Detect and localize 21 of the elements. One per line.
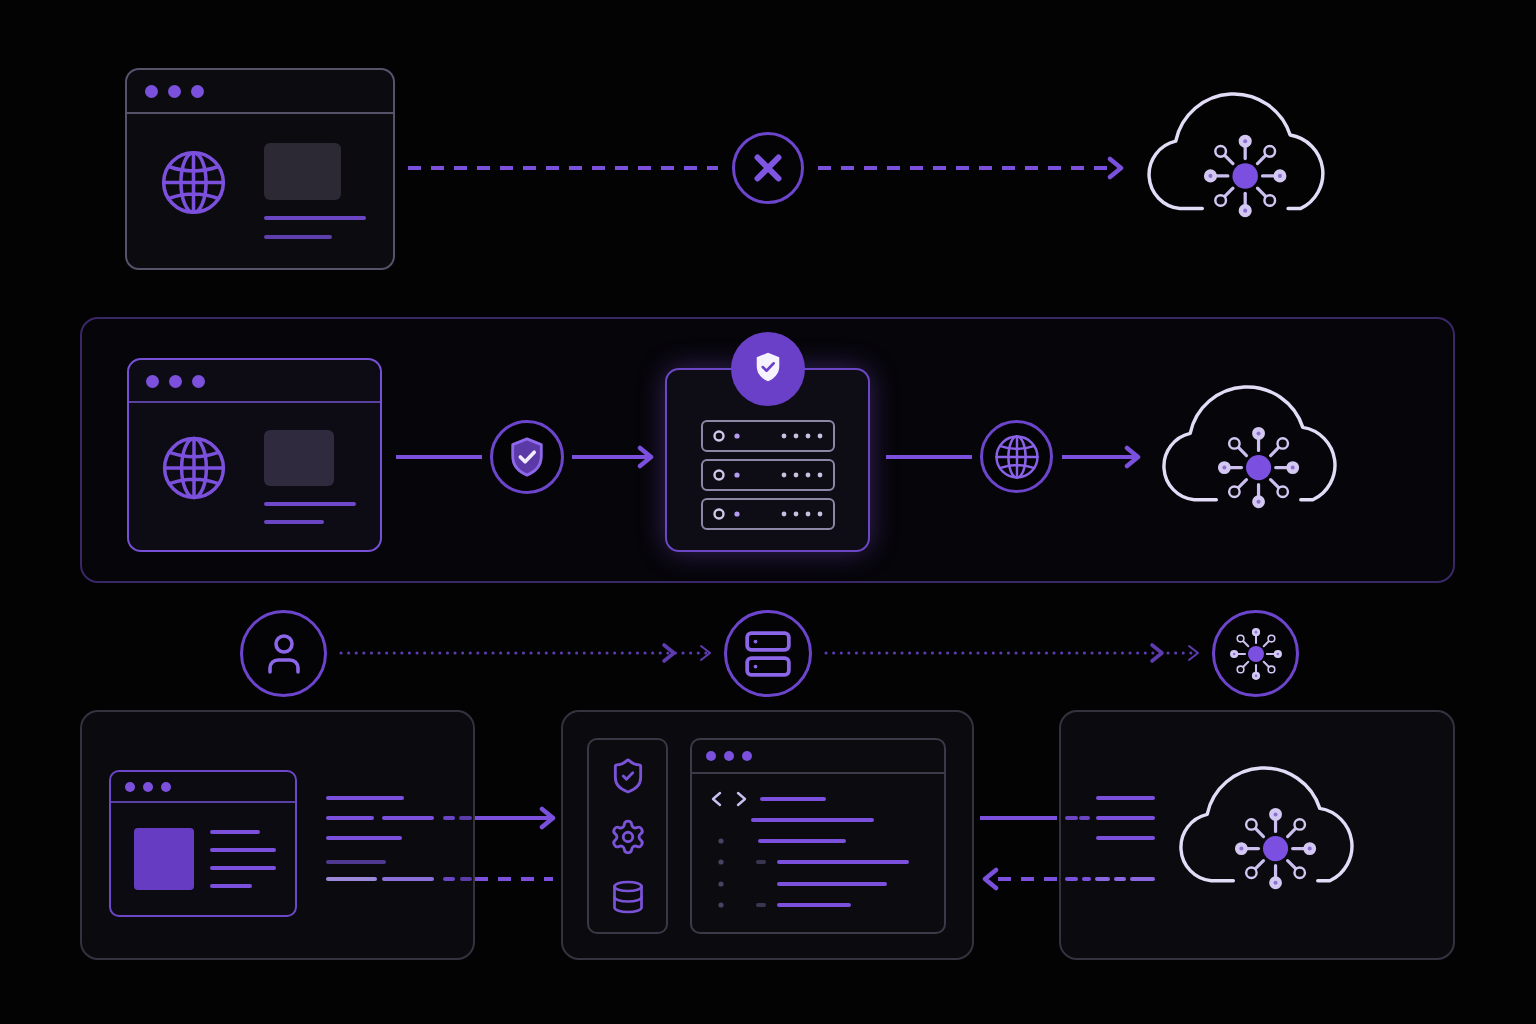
- highlight-panel: [80, 317, 1455, 583]
- icon-sidebar: [587, 738, 668, 934]
- connector-line: [980, 816, 1057, 820]
- browser-window: [125, 68, 395, 270]
- panel: [1059, 710, 1455, 960]
- dotted-arrow: [824, 643, 1200, 663]
- connector-line: [396, 455, 482, 459]
- panel: [561, 710, 974, 960]
- panel: [80, 710, 475, 960]
- arrow: [475, 806, 556, 830]
- browser-window: [127, 358, 382, 552]
- browser-window: [109, 770, 297, 917]
- dashed-connector-line: [475, 877, 553, 881]
- dotted-arrow: [339, 643, 712, 663]
- arrow: [1062, 445, 1141, 469]
- dashed-arrow: [982, 867, 1057, 891]
- code-editor-window: [690, 738, 946, 934]
- dashed-connector-line: [408, 166, 718, 170]
- connector-line: [886, 455, 972, 459]
- arrow: [572, 445, 654, 469]
- dashed-arrow: [818, 156, 1124, 180]
